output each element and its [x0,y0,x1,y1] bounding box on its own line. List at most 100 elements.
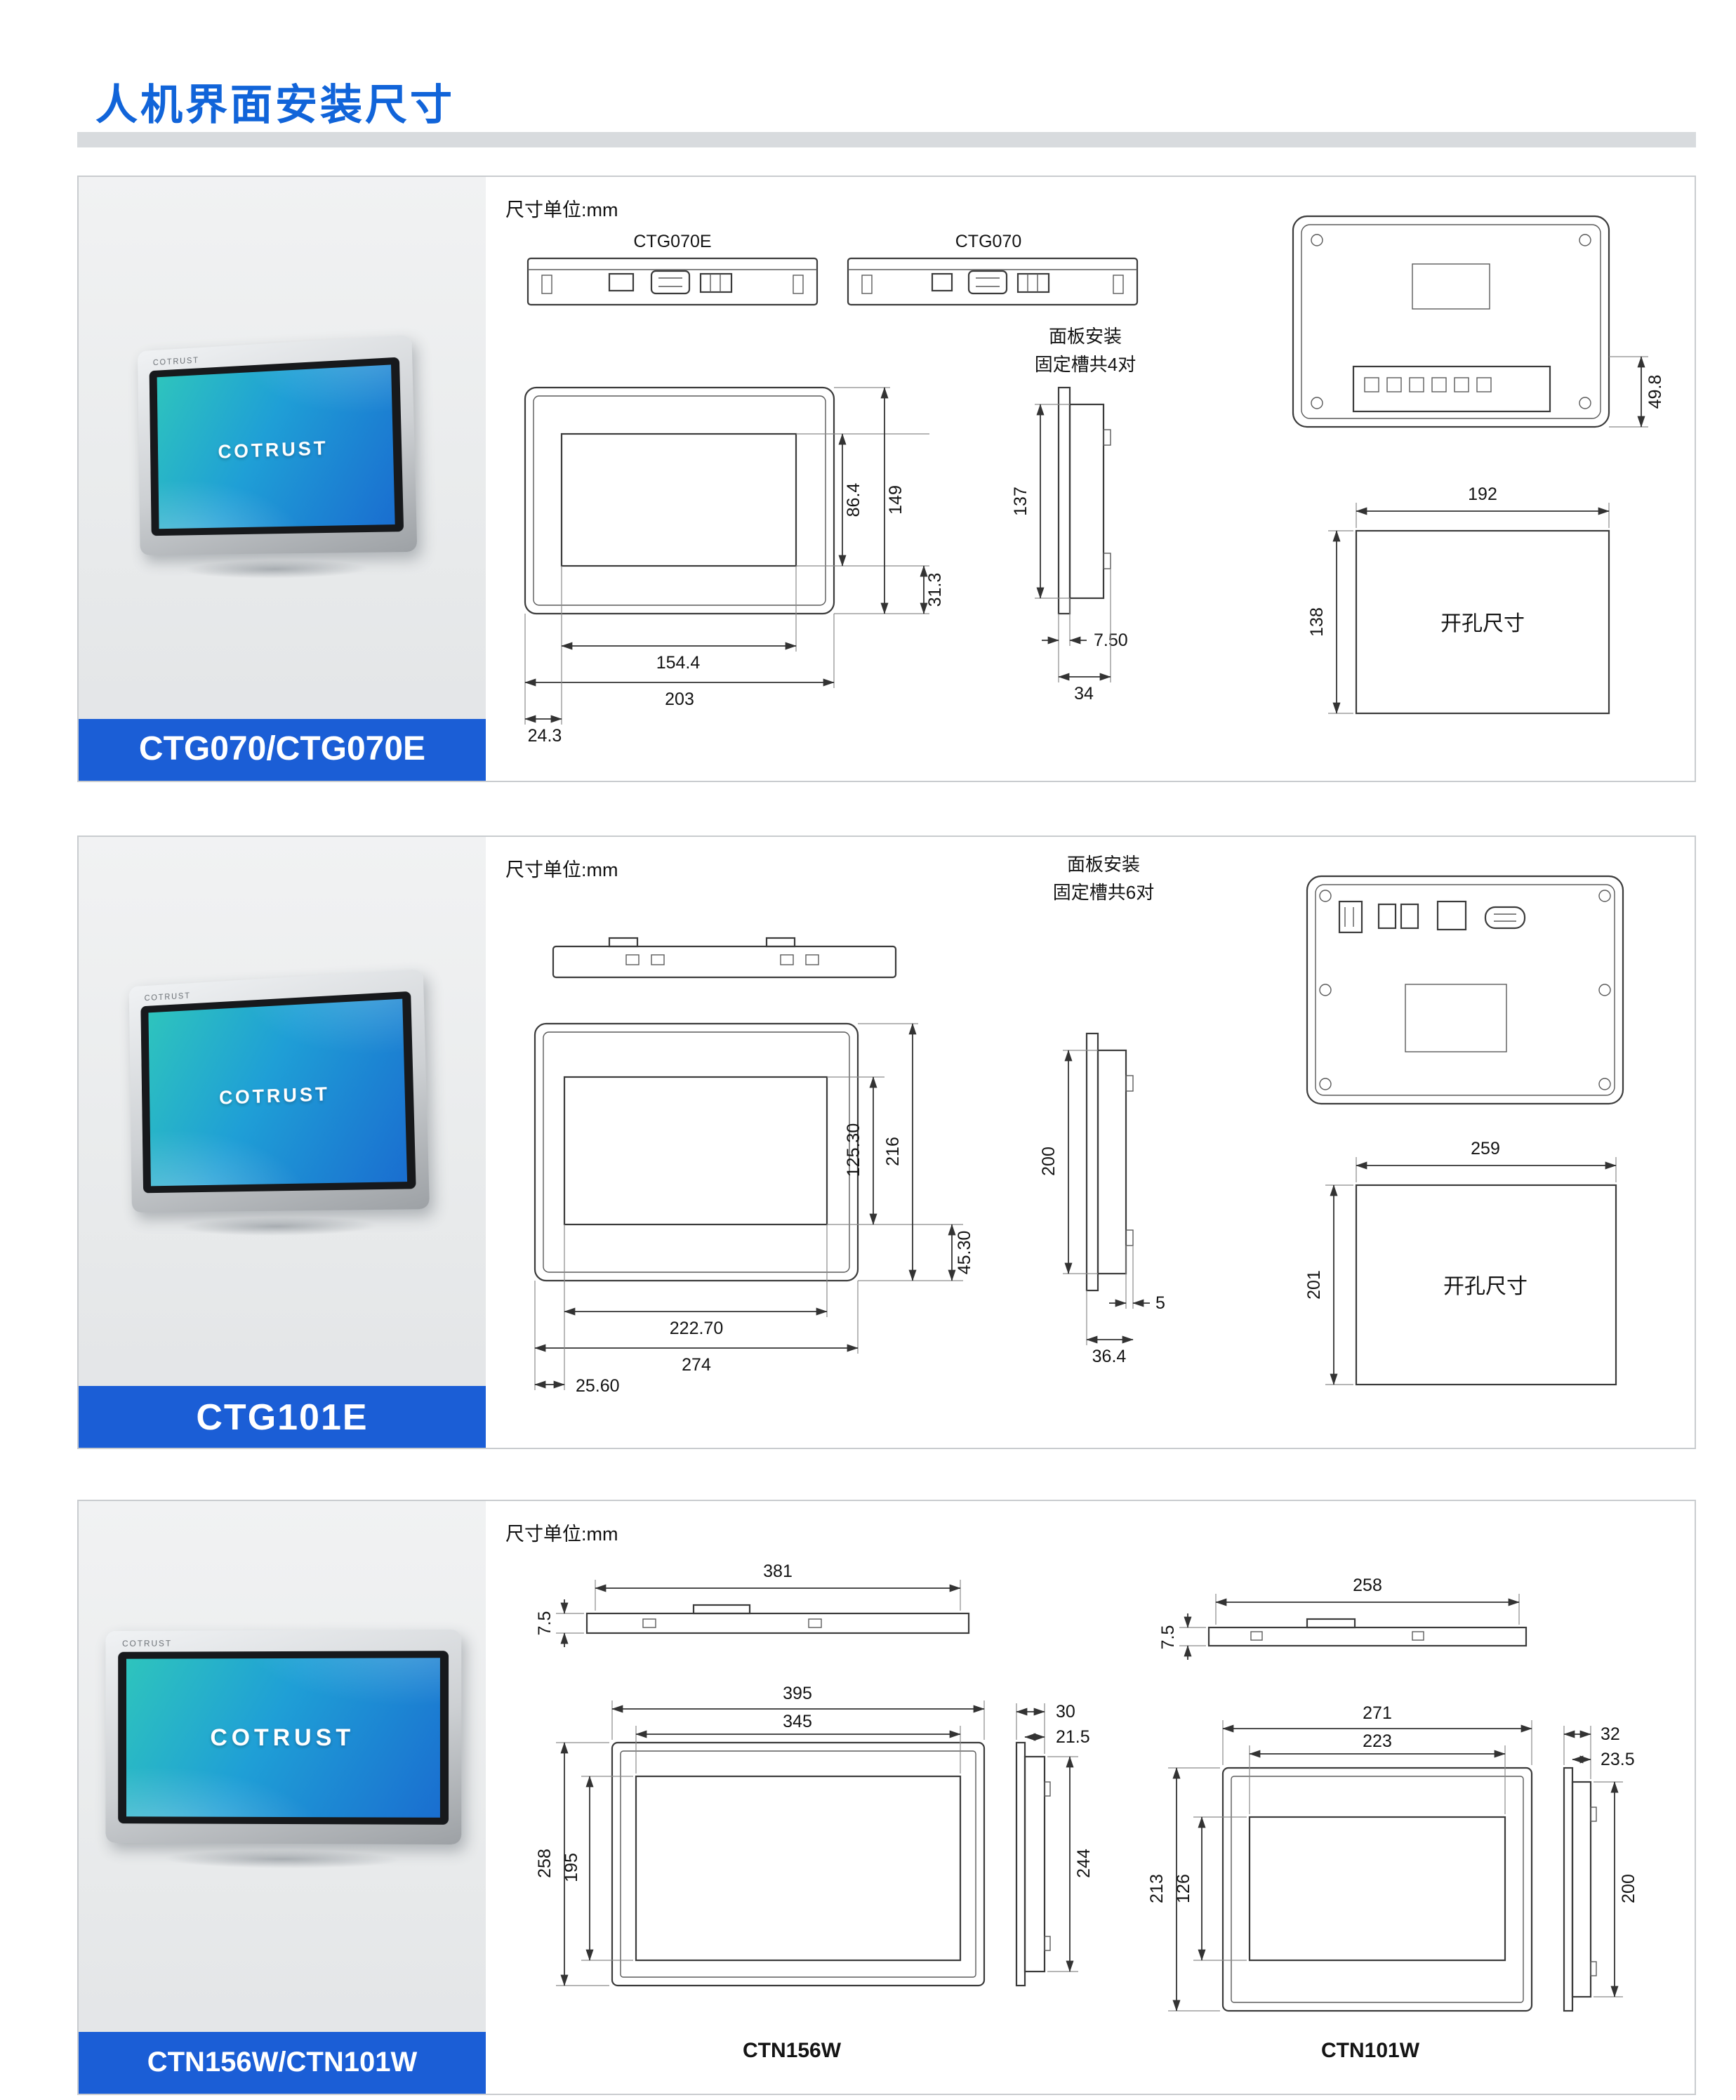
ctg101e-front-view: 125.30 216 45.30 222.70 274 25.60 [534,1022,974,1396]
ctn-dimension-drawing: 381 7.5 395 [535,1561,1638,2062]
product-label-ctg101e: CTG101E [79,1386,486,1448]
ctg101e-side-view: 200 5 36.4 [1039,1032,1165,1366]
dim-cutout-width: 192 [1468,484,1497,504]
model-label-ctg070e: CTG070E [633,232,711,251]
section-ctg101e: COTRUST COTRUST CTG101E 尺寸单位:mm [77,836,1696,1449]
dim-screen-height: 125.30 [844,1123,863,1177]
drawings-ctn: 尺寸单位:mm 381 [486,1501,1695,2094]
dim-bottom-gap: 45.30 [955,1231,974,1275]
ctg101e-rear-view [1306,875,1624,1105]
device-bezel: COTRUST [140,991,416,1194]
dim-overall-height: 216 [883,1137,903,1166]
ctn101w-front-view: 271 223 213 126 [1147,1703,1533,2012]
dim-outer-height-101: 213 [1147,1874,1167,1903]
mount-note-line1: 面板安装 [1049,326,1122,347]
ctn101w-top-view: 258 7.5 [1158,1576,1528,1660]
model-label-ctn156w: CTN156W [743,2039,842,2062]
ctg070-dimension-drawing: CTG070E CTG070 [524,215,1665,746]
product-label-ctn: CTN156W/CTN101W [79,2032,486,2094]
device-logo: COTRUST [218,435,329,462]
device-logo: COTRUST [210,1723,355,1751]
dim-cutout-height: 201 [1304,1270,1324,1300]
photo-panel-ctg101e: COTRUST COTRUST CTG101E [79,837,486,1448]
dim-overall-width: 274 [682,1355,711,1375]
dim-screen-width: 222.70 [670,1319,723,1338]
dim-outer-width-101: 271 [1363,1703,1392,1723]
photo-panel-ctn: COTRUST COTRUST CTN156W/CTN101W [79,1501,486,2094]
dim-side-depth: 34 [1074,684,1094,704]
dim-left-gap: 25.60 [576,1376,620,1396]
ctg070-side-view: 137 7.50 34 [1011,386,1128,704]
dim-depth2-156: 21.5 [1056,1727,1090,1747]
dim-screen-height: 86.4 [844,483,863,517]
dim-top-width-156: 381 [763,1561,793,1581]
dim-inner-height-156: 195 [562,1853,581,1882]
dim-side-height: 137 [1011,487,1031,516]
device-shadow [119,1845,447,1873]
dim-screen-width: 154.4 [656,653,701,673]
ctg070e-top-view [526,257,819,306]
section-ctn: COTRUST COTRUST CTN156W/CTN101W 尺寸单位:mm [77,1500,1696,2095]
mount-note-line2: 固定槽共6对 [1053,882,1154,903]
cutout-label: 开孔尺寸 [1443,1275,1528,1298]
unit-label: 尺寸单位:mm [505,199,618,220]
page-title: 人机界面安装尺寸 [95,83,455,129]
dim-bottom-gap: 31.3 [925,573,945,607]
ctg101e-cutout-view: 开孔尺寸 259 201 [1304,1139,1617,1386]
dim-outer-width-156: 395 [783,1684,812,1703]
unit-label: 尺寸单位:mm [505,859,618,880]
ctn156w-front-view: 395 345 258 195 [535,1684,986,1987]
dim-top-width-101: 258 [1353,1576,1382,1595]
dim-top-thickness-101: 7.5 [1158,1625,1178,1650]
device-screen: COTRUST [126,1658,440,1818]
title-underline-bar [77,132,1696,147]
ctg101e-dimension-drawing: 面板安装 固定槽共6对 [534,854,1624,1396]
product-photo-ctn: COTRUST COTRUST [105,1629,462,1873]
mount-note-line1: 面板安装 [1067,854,1140,875]
dim-side-depth: 36.4 [1092,1347,1127,1366]
photo-panel-ctg070: COTRUST COTRUST CTG070/CTG070E [79,177,486,781]
device-frame: COTRUST COTRUST [105,1629,462,1845]
drawings-ctg101e: 尺寸单位:mm 面板安装 固定槽共6对 [486,837,1695,1448]
ctg070-cutout-view: 开孔尺寸 192 138 [1307,484,1610,715]
ctg070-top-view [847,257,1139,306]
ctn101w-side-view: 32 23.5 200 [1563,1724,1638,2012]
dim-cutout-height: 138 [1307,607,1327,637]
dim-depth-101: 32 [1601,1724,1620,1744]
drawings-ctg070: 尺寸单位:mm CTG070E CTG070 [486,177,1695,781]
device-frame: COTRUST COTRUST [128,969,430,1213]
ctg070-rear-view: 49.8 [1292,215,1665,428]
ctn156w-top-view: 381 7.5 [535,1561,970,1647]
device-brand-small: COTRUST [122,1640,173,1649]
product-photo-ctg101e: COTRUST COTRUST [128,969,430,1241]
product-photo-ctg070: COTRUST COTRUST [137,334,418,583]
dim-side-height: 200 [1039,1147,1059,1176]
device-screen: COTRUST [157,364,395,529]
dim-rear-height: 49.8 [1645,375,1665,409]
device-logo: COTRUST [218,1081,331,1108]
dim-inner-height-101: 126 [1174,1874,1193,1903]
dim-side-height-156: 244 [1074,1849,1094,1878]
device-screen: COTRUST [148,998,408,1187]
model-label-ctn101w: CTN101W [1321,2039,1420,2062]
section-ctg070: COTRUST COTRUST CTG070/CTG070E 尺寸单位:mm [77,176,1696,782]
model-label-ctg070: CTG070 [955,232,1021,251]
device-bezel: COTRUST [149,357,404,536]
ctg101e-top-view [552,937,897,979]
dim-overall-height: 149 [886,485,906,515]
ctg070-front-view: 86.4 149 31.3 154.4 203 24.3 [524,386,945,746]
dim-cutout-width: 259 [1471,1139,1500,1158]
dim-outer-height-156: 258 [535,1849,555,1878]
product-label-ctg070: CTG070/CTG070E [79,719,486,781]
mount-note-line2: 固定槽共4对 [1035,354,1136,375]
dim-depth2-101: 23.5 [1601,1750,1635,1769]
dim-flange-thickness: 5 [1155,1293,1165,1313]
dim-left-gap: 24.3 [528,726,562,746]
device-shadow [150,555,406,583]
dim-top-thickness-156: 7.5 [535,1611,555,1636]
device-bezel: COTRUST [118,1651,449,1825]
device-shadow [143,1212,418,1241]
dim-overall-width: 203 [665,689,694,709]
cutout-label: 开孔尺寸 [1440,612,1525,635]
